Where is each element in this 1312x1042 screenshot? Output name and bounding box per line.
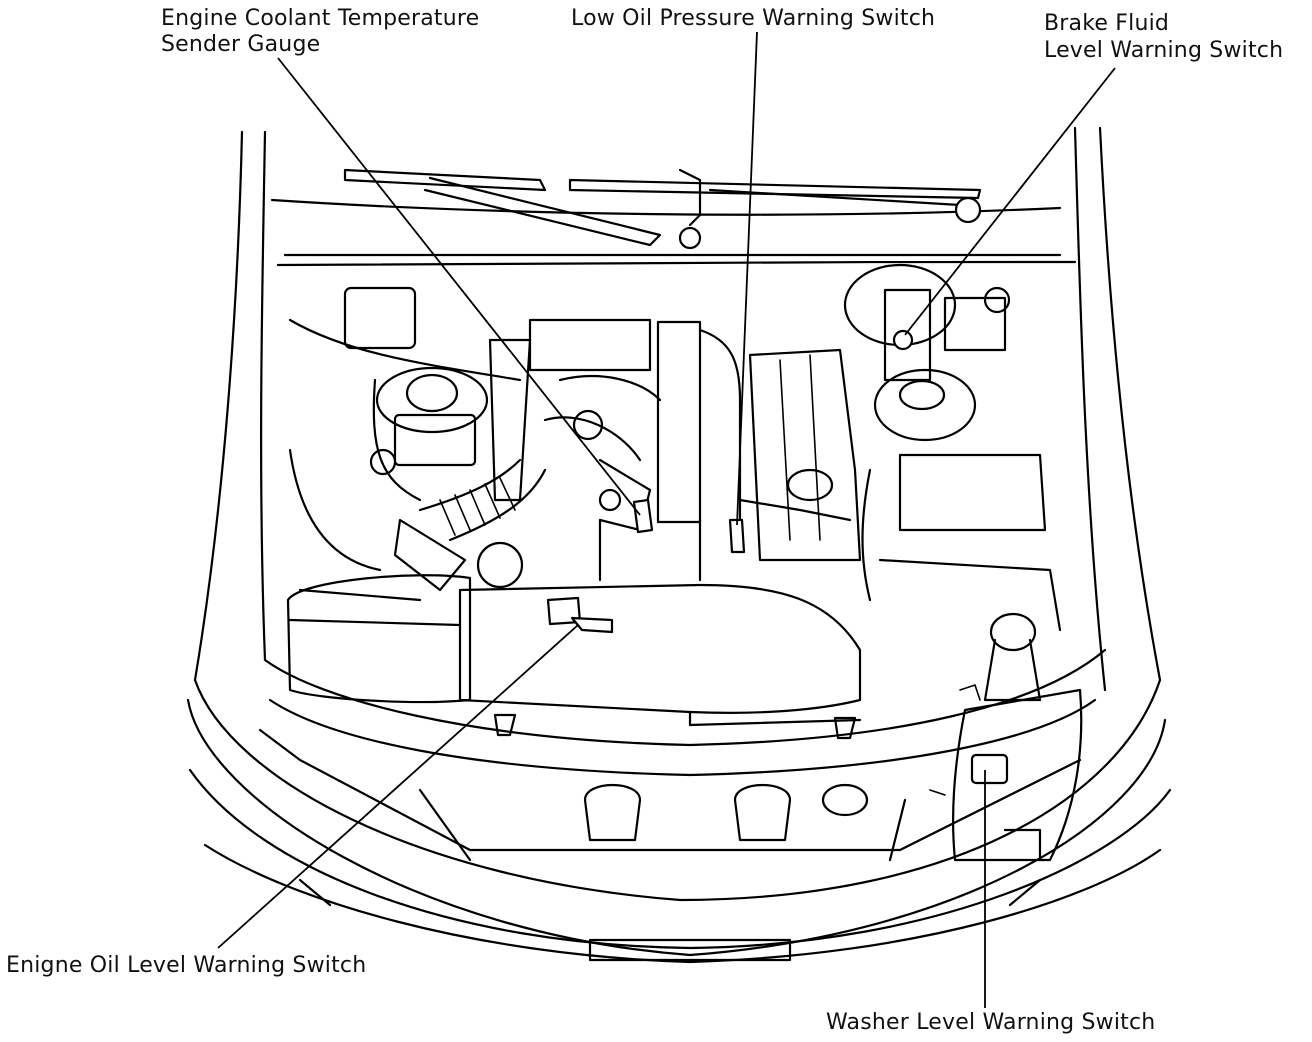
brake-fluid-label-line1: Brake Fluid <box>1044 11 1170 36</box>
leader-oil-level <box>217 624 579 949</box>
oil-level-label: Enigne Oil Level Warning Switch <box>6 953 367 978</box>
grille-sockets <box>493 713 869 842</box>
leader-low-oil <box>736 31 758 526</box>
wipers <box>343 168 982 250</box>
engine-block <box>458 318 862 727</box>
leader-lines <box>217 31 1116 1008</box>
coolant-temp-label-line1: Engine Coolant Temperature <box>161 6 480 31</box>
coolant-temp-label-line2: Sender Gauge <box>161 32 321 57</box>
leader-coolant <box>277 57 641 516</box>
car-body-outline <box>186 126 1172 964</box>
washer-level-label: Washer Level Warning Switch <box>826 1010 1156 1035</box>
left-components <box>286 286 547 704</box>
leader-brake <box>904 67 1116 336</box>
right-components <box>843 263 1083 862</box>
low-oil-pressure-label: Low Oil Pressure Warning Switch <box>571 6 936 31</box>
brake-fluid-label-line2: Level Warning Switch <box>1044 38 1284 63</box>
